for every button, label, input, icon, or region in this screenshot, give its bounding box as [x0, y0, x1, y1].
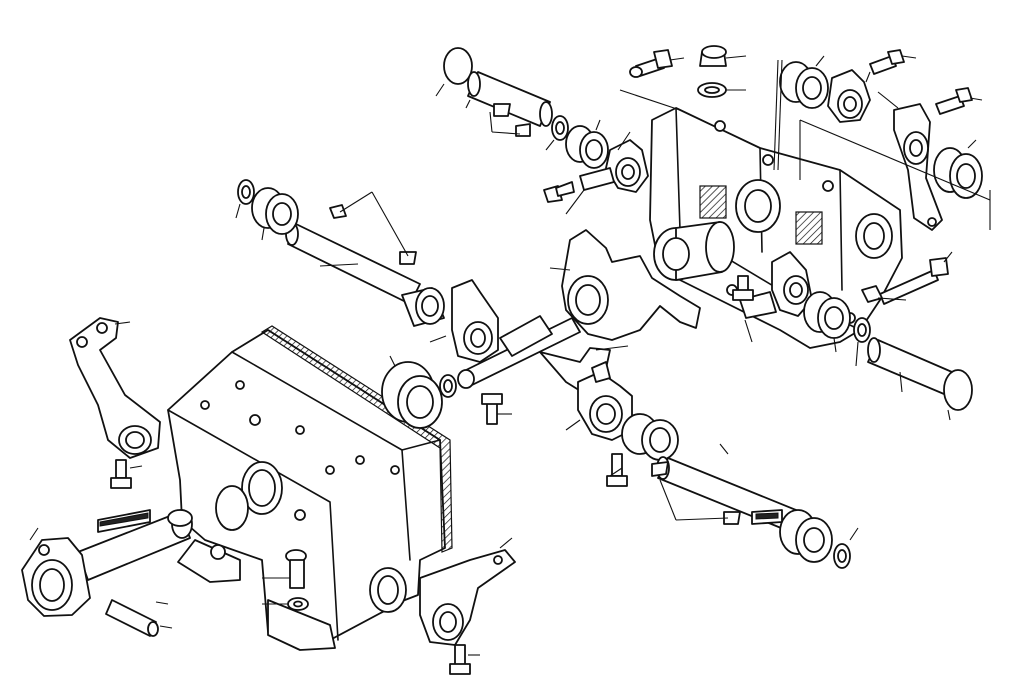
clamp-center-lower — [565, 361, 633, 441]
bolt-long-right — [861, 251, 953, 305]
bracket-lines — [619, 59, 991, 230]
clamp-yoke-left — [21, 527, 91, 617]
washer-lower-right — [833, 527, 859, 569]
cross-shaft — [77, 509, 193, 581]
bolt-lower-center — [606, 453, 628, 487]
bearing-lower-center — [621, 413, 679, 461]
bolt-washer-bottom — [262, 549, 309, 611]
bolt-far-right — [935, 87, 983, 115]
bolt-center — [481, 393, 512, 425]
lever-arm-upper — [827, 69, 943, 231]
bearing-center — [381, 355, 443, 429]
selector-fork — [549, 229, 701, 341]
bearing-upper-center — [565, 119, 609, 169]
shaft-right — [867, 337, 973, 421]
clamp-center — [429, 279, 499, 363]
bolt-top-left — [629, 49, 685, 78]
shaft-upper-center — [435, 47, 553, 137]
plug-top — [697, 45, 747, 98]
shaft-lower-right — [651, 443, 797, 531]
washer-upper-left — [235, 179, 255, 219]
bolt-top-right — [869, 49, 917, 75]
washer-center — [439, 374, 457, 398]
bushing-housing — [653, 221, 735, 281]
gasket — [260, 325, 453, 553]
bearing-far-right — [933, 139, 983, 199]
bearing-upper-left — [251, 187, 299, 241]
bearing-lower-right — [779, 509, 833, 563]
bolt-left — [110, 459, 143, 489]
pin-left — [105, 599, 173, 637]
small-clamp-right — [739, 251, 813, 343]
bolt-bottom-center — [449, 644, 480, 675]
bearing-top-right — [779, 55, 829, 109]
lift-arm-left — [69, 317, 161, 459]
control-rod — [457, 315, 629, 393]
bracket-lower-right — [419, 537, 516, 646]
bolt-upper-center — [543, 181, 575, 203]
shaft-upper-left — [285, 191, 445, 327]
clamp-upper-center — [565, 131, 649, 215]
bolt-housing-center — [732, 275, 754, 301]
bearing-housing-right — [803, 291, 851, 353]
washer-housing-right — [853, 317, 871, 367]
washer-upper-center — [545, 115, 569, 151]
